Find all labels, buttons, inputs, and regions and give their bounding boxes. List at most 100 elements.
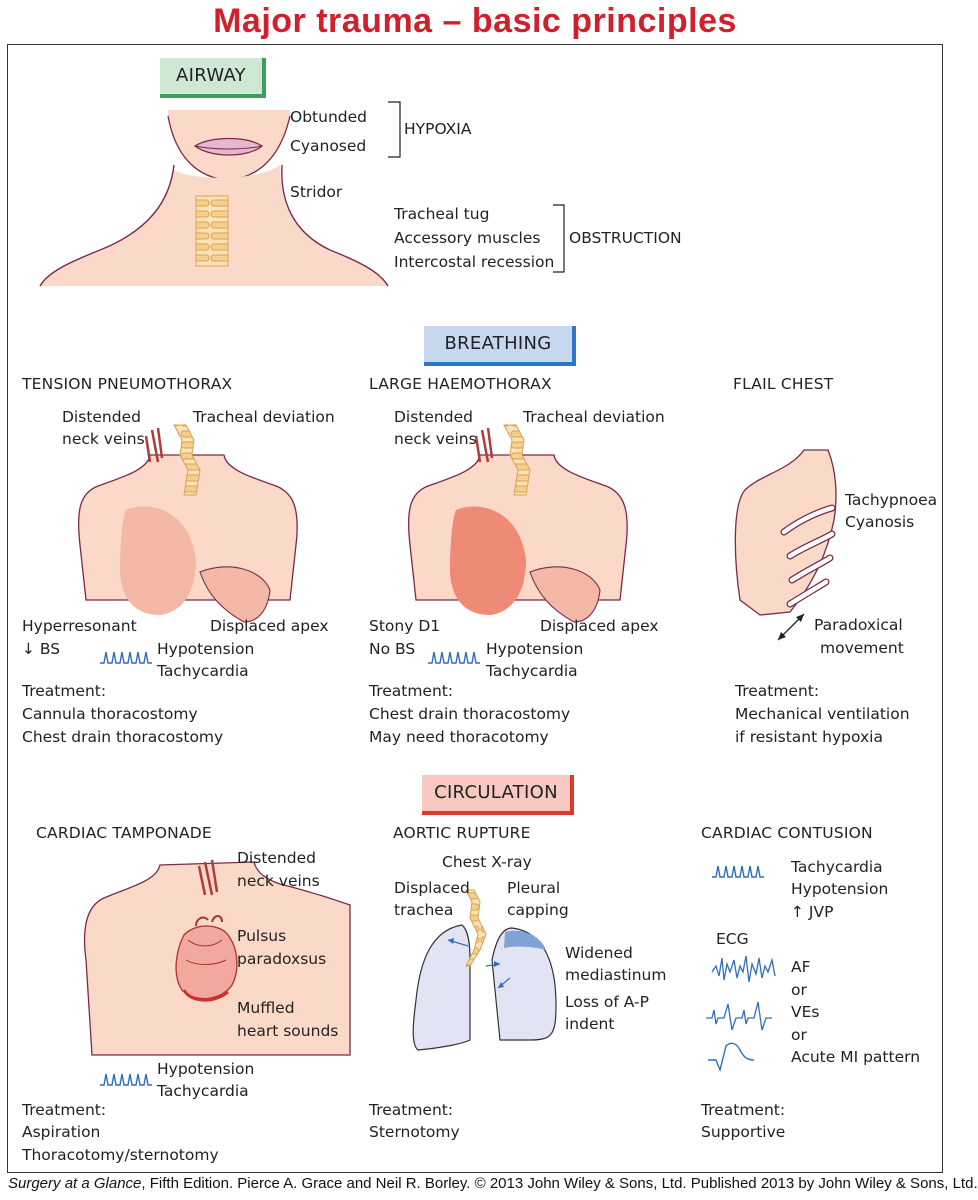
contusion-jvp: ↑ JVP bbox=[791, 903, 834, 921]
flail-heading: FLAIL CHEST bbox=[733, 375, 834, 393]
tension-bs: ↓ BS bbox=[22, 640, 61, 658]
contusion-tachycardia: Tachycardia bbox=[791, 858, 883, 876]
haemo-tracheal: Tracheal deviation bbox=[523, 408, 665, 426]
flail-paradoxical-1: Paradoxical bbox=[814, 616, 903, 634]
aortic-pleural-2: capping bbox=[507, 901, 569, 919]
haemo-apex: Displaced apex bbox=[540, 617, 659, 635]
hypoxia-bracket bbox=[388, 101, 401, 158]
tension-treat-2: Chest drain thoracostomy bbox=[22, 728, 224, 746]
tension-tracheal: Tracheal deviation bbox=[193, 408, 335, 426]
contusion-or-2: or bbox=[791, 1026, 807, 1044]
flail-cyanosis: Cyanosis bbox=[845, 513, 915, 531]
aortic-heading: AORTIC RUPTURE bbox=[393, 824, 531, 842]
page-title: Major trauma – basic principles bbox=[213, 2, 737, 40]
illustrations bbox=[39, 101, 837, 1086]
airway-obstruction: OBSTRUCTION bbox=[569, 229, 682, 247]
ecg-tachycardia-trace-tamponade bbox=[100, 1073, 152, 1086]
tension-chest-illustration bbox=[77, 424, 298, 623]
tamponade-pulsus-2: paradoxsus bbox=[237, 950, 327, 968]
tension-treat-1: Cannula thoracostomy bbox=[22, 705, 198, 723]
tamponade-treatment-label: Treatment: bbox=[22, 1101, 107, 1119]
airway-face-illustration bbox=[39, 110, 389, 287]
ecg-tachycardia-trace-tension bbox=[100, 651, 152, 664]
contusion-hypotension: Hypotension bbox=[791, 880, 889, 898]
tamponade-tachycardia: Tachycardia bbox=[157, 1082, 249, 1100]
tension-heading: TENSION PNEUMOTHORAX bbox=[22, 375, 233, 393]
haemo-distended-1: Distended bbox=[394, 408, 473, 426]
footer-citation: , Fifth Edition. Pierce A. Grace and Nei… bbox=[141, 1175, 978, 1192]
flail-paradoxical-2: movement bbox=[820, 639, 904, 657]
aortic-displaced-1: Displaced bbox=[394, 879, 470, 897]
ecg-tachycardia-trace-contusion bbox=[712, 865, 764, 878]
tamponade-muffled-1: Muffled bbox=[237, 999, 295, 1017]
haemo-treat-1: Chest drain thoracostomy bbox=[369, 705, 571, 723]
flail-chest-illustration bbox=[734, 449, 837, 641]
airway-cyanosed: Cyanosed bbox=[290, 137, 367, 155]
tension-treatment-label: Treatment: bbox=[22, 682, 107, 700]
aortic-pleural-1: Pleural bbox=[507, 879, 561, 897]
contusion-heading: CARDIAC CONTUSION bbox=[701, 824, 873, 842]
haemo-tachycardia: Tachycardia bbox=[486, 662, 578, 680]
tamponade-hypotension: Hypotension bbox=[157, 1060, 255, 1078]
haemo-hypotension: Hypotension bbox=[486, 640, 584, 658]
tamponade-pulsus-1: Pulsus bbox=[237, 927, 287, 945]
airway-hypoxia: HYPOXIA bbox=[404, 120, 472, 138]
airway-intercostal-recession: Intercostal recession bbox=[394, 253, 555, 271]
contusion-ves: VEs bbox=[791, 1003, 820, 1021]
tamponade-muffled-2: heart sounds bbox=[237, 1022, 339, 1040]
tamponade-distended-1: Distended bbox=[237, 849, 316, 867]
haemo-distended-2: neck veins bbox=[394, 430, 477, 448]
tension-distended-1: Distended bbox=[62, 408, 141, 426]
tamponade-treat-2: Thoracotomy/sternotomy bbox=[22, 1146, 219, 1164]
haemo-treat-2: May need thoracotomy bbox=[369, 728, 549, 746]
tamponade-distended-2: neck veins bbox=[237, 872, 320, 890]
contusion-treat-1: Supportive bbox=[701, 1123, 786, 1141]
aortic-loss-2: indent bbox=[565, 1015, 615, 1033]
aortic-treatment-label: Treatment: bbox=[369, 1101, 454, 1119]
circulation-badge: CIRCULATION bbox=[422, 775, 574, 815]
tension-hypotension: Hypotension bbox=[157, 640, 255, 658]
ecg-af-trace bbox=[711, 955, 776, 983]
tamponade-heading: CARDIAC TAMPONADE bbox=[36, 824, 212, 842]
aortic-widened-1: Widened bbox=[565, 944, 633, 962]
contusion-treatment-label: Treatment: bbox=[701, 1101, 786, 1119]
airway-obtunded: Obtunded bbox=[290, 108, 367, 126]
tamponade-chest-illustration bbox=[83, 859, 351, 1056]
contusion-ecg: ECG bbox=[716, 930, 749, 948]
aortic-widened-2: mediastinum bbox=[565, 966, 667, 984]
aortic-treat-1: Sternotomy bbox=[369, 1123, 460, 1141]
flail-treat-1: Mechanical ventilation bbox=[735, 705, 910, 723]
aortic-displaced-2: trachea bbox=[394, 901, 454, 919]
haemothorax-chest-illustration bbox=[407, 424, 628, 623]
tension-tachycardia: Tachycardia bbox=[157, 662, 249, 680]
content-frame bbox=[7, 44, 943, 1173]
flail-tachypnoea: Tachypnoea bbox=[845, 491, 938, 509]
tension-hyper: Hyperresonant bbox=[22, 617, 137, 635]
aortic-loss-1: Loss of A-P bbox=[565, 993, 649, 1011]
flail-treatment-label: Treatment: bbox=[735, 682, 820, 700]
haemo-nobs: No BS bbox=[369, 640, 416, 658]
tamponade-treat-1: Aspiration bbox=[22, 1123, 101, 1141]
ecg-ves-trace bbox=[706, 1001, 772, 1031]
airway-stridor: Stridor bbox=[290, 183, 343, 201]
haemo-treatment-label: Treatment: bbox=[369, 682, 454, 700]
tension-distended-2: neck veins bbox=[62, 430, 145, 448]
ecg-mi-trace bbox=[708, 1042, 755, 1073]
breathing-badge: BREATHING bbox=[424, 326, 576, 366]
haemo-heading: LARGE HAEMOTHORAX bbox=[369, 375, 552, 393]
airway-tracheal-tug: Tracheal tug bbox=[394, 205, 490, 223]
airway-badge: AIRWAY bbox=[160, 58, 266, 98]
contusion-mi: Acute MI pattern bbox=[791, 1048, 921, 1066]
contusion-or-1: or bbox=[791, 981, 807, 999]
footer-book-title: Surgery at a Glance bbox=[8, 1175, 142, 1192]
haemo-stony: Stony D1 bbox=[369, 617, 441, 635]
airway-accessory-muscles: Accessory muscles bbox=[394, 229, 541, 247]
flail-treat-2: if resistant hypoxia bbox=[735, 728, 883, 746]
copyright-footer: Surgery at a Glance, Fifth Edition. Pier… bbox=[8, 1175, 978, 1192]
aortic-xray: Chest X-ray bbox=[442, 853, 532, 871]
contusion-af: AF bbox=[791, 958, 811, 976]
tension-apex: Displaced apex bbox=[210, 617, 329, 635]
ecg-tachycardia-trace-haemo bbox=[428, 651, 480, 664]
obstruction-bracket bbox=[553, 204, 565, 273]
aortic-xray-illustration bbox=[412, 889, 557, 1051]
